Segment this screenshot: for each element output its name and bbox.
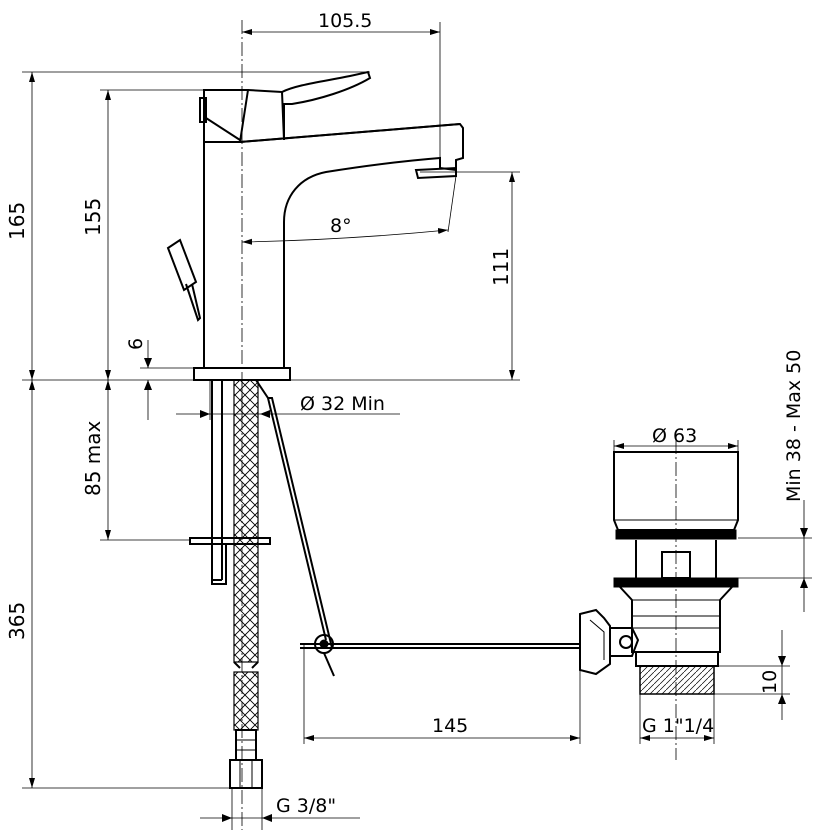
dim-width-spout-label: 105.5 [318,10,372,32]
dim-hole-min: Ø 32 Min [176,380,400,420]
dim-hose-length: 365 [5,380,232,789]
dim-waste-diameter: Ø 63 [613,425,739,452]
dim-height-body-label: 155 [81,198,105,236]
dim-waste-thread-label: G 1"1/4 [642,715,714,737]
dim-rod-length-label: 145 [432,715,468,737]
dim-spout-angle: 8° [241,175,457,245]
pop-up-waste [579,451,739,695]
dim-deck-thickness: 85 max [81,380,190,541]
dim-hose-thread-label: G 3/8" [276,795,336,817]
dim-hose-length-label: 365 [5,602,29,640]
dim-hole-min-label: Ø 32 Min [300,393,385,415]
dim-height-total: 165 [5,71,370,381]
dim-deck-thickness-label: 85 max [81,420,105,496]
dim-width-spout: 105.5 [242,10,441,160]
dim-height-body: 155 [81,89,204,380]
dim-height-total-label: 165 [5,202,29,240]
lift-rod [255,379,580,677]
dim-waste-thread: G 1"1/4 [639,694,715,744]
dim-basin-thickness-label: Min 38 - Max 50 [783,350,805,502]
dim-base-thickness-label: 6 [125,338,147,350]
supply-hose [189,379,271,789]
dim-basin-thickness: Min 38 - Max 50 [738,350,812,612]
dim-rod-length: 145 [303,644,581,744]
dim-base-thickness: 6 [125,338,194,420]
dim-waste-thread-height: 10 [714,630,790,720]
faucet [166,70,464,381]
dim-hose-thread: G 3/8" [200,788,360,830]
dim-height-spout-label: 111 [489,248,513,286]
dim-waste-diameter-label: Ø 63 [652,425,697,447]
dim-height-spout: 111 [290,171,520,381]
dim-spout-angle-label: 8° [330,215,352,237]
dim-waste-thread-height-label: 10 [759,670,781,694]
